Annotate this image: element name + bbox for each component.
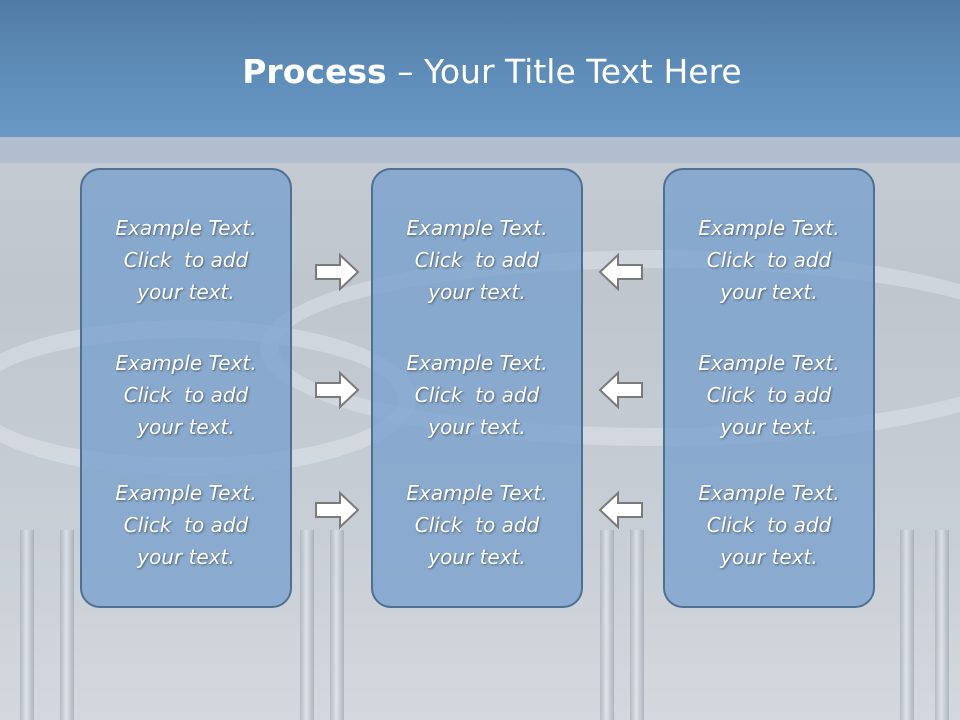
text-line: your text. [428,545,526,569]
text-block[interactable]: Example Text. Click to add your text. [665,477,873,573]
text-line: Example Text. [115,216,257,240]
text-line: Click to add [414,383,540,407]
text-line: your text. [137,415,235,439]
grille-bar [60,530,74,720]
text-line: Example Text. [115,481,257,505]
text-line: your text. [137,545,235,569]
title-bar [0,0,960,137]
text-line: your text. [428,280,526,304]
title-bold: Process [242,52,387,91]
grille-bar [630,530,644,720]
text-line: Example Text. [698,481,840,505]
text-block[interactable]: Example Text. Click to add your text. [373,477,581,573]
text-line: Click to add [414,513,540,537]
grille-bar [300,530,314,720]
text-line: Click to add [414,248,540,272]
left-arrow-icon [598,490,643,530]
text-line: Example Text. [406,216,548,240]
text-block[interactable]: Example Text. Click to add your text. [373,212,581,308]
text-line: your text. [137,280,235,304]
text-line: Click to add [123,248,249,272]
process-box-left[interactable]: Example Text. Click to add your text. Ex… [80,168,292,608]
grille-bar [900,530,914,720]
grille-bar [935,530,949,720]
text-line: Click to add [706,383,832,407]
text-line: Example Text. [698,216,840,240]
process-box-center[interactable]: Example Text. Click to add your text. Ex… [371,168,583,608]
text-line: Example Text. [406,481,548,505]
text-block[interactable]: Example Text. Click to add your text. [82,347,290,443]
text-line: your text. [720,415,818,439]
left-arrow-icon [598,370,643,410]
text-block[interactable]: Example Text. Click to add your text. [82,212,290,308]
right-arrow-icon [315,490,360,530]
title-rest: – Your Title Text Here [386,52,742,91]
process-box-right[interactable]: Example Text. Click to add your text. Ex… [663,168,875,608]
text-block[interactable]: Example Text. Click to add your text. [665,212,873,308]
text-block[interactable]: Example Text. Click to add your text. [82,477,290,573]
text-line: your text. [720,545,818,569]
text-line: Click to add [123,513,249,537]
right-arrow-icon [315,252,360,292]
grille-bar [600,530,614,720]
left-arrow-icon [598,252,643,292]
header-underband [0,137,960,163]
text-line: Example Text. [115,351,257,375]
text-block[interactable]: Example Text. Click to add your text. [373,347,581,443]
text-line: Example Text. [406,351,548,375]
text-line: Click to add [706,513,832,537]
grille-bar [330,530,344,720]
text-line: Click to add [123,383,249,407]
text-block[interactable]: Example Text. Click to add your text. [665,347,873,443]
text-line: Click to add [706,248,832,272]
grille-bar [20,530,34,720]
right-arrow-icon [315,370,360,410]
text-line: Example Text. [698,351,840,375]
page-title[interactable]: Process – Your Title Text Here [0,52,960,91]
text-line: your text. [720,280,818,304]
text-line: your text. [428,415,526,439]
